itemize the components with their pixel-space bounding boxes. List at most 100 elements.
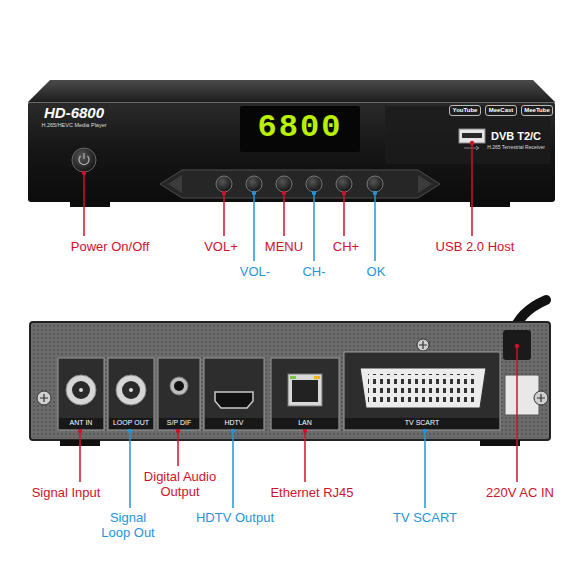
leader-line: [223, 192, 225, 236]
leader-dot: [176, 429, 180, 433]
screw-slot: [419, 341, 427, 349]
port-label-bar: [109, 418, 153, 429]
screw: [417, 339, 429, 351]
band-arrow: [418, 175, 432, 193]
leader-line: [313, 192, 315, 261]
rear-texture: [32, 324, 548, 438]
leader-line: [177, 430, 179, 466]
band-arrow: [168, 175, 182, 193]
callout-label: Power On/Off: [60, 240, 160, 255]
led: [290, 376, 296, 379]
front-face: [28, 102, 555, 202]
port-panel: [271, 358, 339, 430]
scart-connector: [360, 368, 486, 408]
leader-line: [79, 430, 81, 482]
coax-pin: [79, 388, 83, 392]
leader-dot: [303, 429, 307, 433]
port-label-bar: [205, 418, 263, 429]
leader-dot: [515, 344, 519, 348]
leader-line: [304, 430, 306, 482]
leader-dot: [128, 429, 132, 433]
rj45-port: [288, 374, 322, 406]
gloss-panel: [385, 106, 550, 164]
rear-panel: [30, 322, 550, 440]
leader-dot: [78, 429, 82, 433]
leader-dot: [231, 429, 235, 433]
port-panel: [58, 358, 104, 430]
device-foot: [470, 202, 510, 207]
screw-slot: [537, 394, 545, 402]
port-panel: [344, 352, 500, 430]
coax-pin: [129, 388, 133, 392]
standard-logo: DVB T2/C: [483, 130, 549, 143]
leader-line: [83, 172, 85, 236]
port-panel: [158, 358, 200, 430]
hdmi-port: [215, 392, 253, 408]
leader-dots: [78, 344, 519, 433]
callout-label: HDTV Output: [185, 511, 285, 526]
coax-connector: [72, 381, 90, 399]
model-subtitle: H.265/HEVC Media Player: [32, 122, 116, 128]
panel-button: [246, 176, 262, 192]
leader-line: [516, 345, 518, 482]
panel-button: [216, 176, 232, 192]
callout-label: Digital Audio Output: [130, 470, 230, 500]
port-label: TV SCART: [347, 419, 497, 427]
callout-label: VOL+: [199, 240, 243, 255]
leader-lines: [80, 345, 517, 508]
port-label-bar: [345, 418, 499, 429]
power-symbol: [83, 153, 84, 159]
spdif-jack: [174, 381, 184, 391]
display-readout: 6800: [245, 110, 355, 147]
port-label: ANT IN: [59, 419, 103, 427]
leader-line: [424, 430, 426, 508]
port-label-bar: [272, 418, 338, 429]
brand-logo: HD-6800: [36, 104, 112, 121]
callout-label: OK: [358, 265, 394, 280]
button-band: [160, 170, 440, 198]
edge-highlight: [28, 102, 555, 103]
top-face: [28, 80, 555, 102]
rating-sticker: [505, 375, 539, 415]
feature-badge: YouTube: [449, 105, 481, 116]
leader-line: [343, 192, 345, 236]
panel-button: [276, 176, 292, 192]
leader-dot: [342, 191, 346, 195]
leader-dot: [282, 191, 286, 195]
leader-dot: [82, 171, 86, 175]
port-label: LAN: [272, 419, 338, 427]
port-panel: [204, 358, 264, 430]
usb-port-slot: [462, 133, 482, 138]
port-label: S/P DIF: [159, 419, 199, 427]
callout-label: CH+: [326, 240, 366, 255]
leader-dots: [82, 141, 474, 195]
leader-dot: [252, 191, 256, 195]
leader-line: [374, 192, 376, 261]
callout-label: CH-: [294, 265, 334, 280]
callout-label: USB 2.0 Host: [425, 240, 525, 255]
feature-badge: MeeTube: [521, 105, 553, 116]
port-label-bar: [59, 418, 103, 429]
leader-line: [129, 430, 131, 508]
callout-label: 220V AC IN: [478, 486, 562, 501]
led: [314, 376, 320, 379]
coax-connector: [122, 381, 140, 399]
device-foot: [70, 202, 110, 207]
port-panel: [108, 358, 154, 430]
port-label: HDTV: [205, 419, 263, 427]
leader-dot: [423, 429, 427, 433]
scart-pins: [368, 374, 478, 402]
callout-label: Signal Loop Out: [97, 511, 159, 541]
leader-dot: [312, 191, 316, 195]
spdif-jack: [170, 377, 188, 395]
callout-label: Ethernet RJ45: [257, 486, 367, 501]
port-label-bar: [159, 418, 199, 429]
feature-badge: MeeCast: [485, 105, 517, 116]
panel-button: [367, 176, 383, 192]
leader-line: [253, 192, 255, 261]
screw-slot: [40, 394, 48, 402]
rj45-socket: [292, 380, 318, 402]
leader-line: [283, 192, 285, 236]
